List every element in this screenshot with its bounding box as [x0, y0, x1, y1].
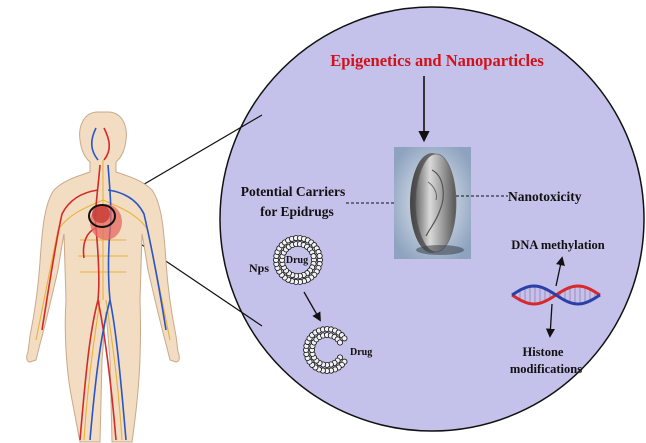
drug-inside-label: Drug: [286, 255, 308, 266]
histone-label-line1: Histone: [523, 345, 564, 359]
drug-released-label: Drug: [350, 347, 372, 358]
dna-methylation-label: DNA methylation: [511, 238, 604, 252]
coin-icon: [394, 147, 471, 259]
human-circulatory-system-icon: [26, 111, 180, 443]
dna-up-arrow: [555, 256, 565, 287]
dna-double-helix-icon: [511, 284, 601, 306]
dna-down-arrow: [545, 303, 555, 338]
nps-label: Nps: [249, 261, 269, 275]
release-arrow: [303, 291, 321, 322]
diagram-title: Epigenetics and Nanoparticles: [330, 51, 544, 70]
carriers-label-line2: for Epidrugs: [260, 204, 334, 219]
histone-label-line2: modifications: [510, 362, 582, 376]
nanoparticle-icon: [272, 235, 323, 285]
nanotoxicity-label: Nanotoxicity: [508, 189, 582, 204]
magnifier-ring: [88, 204, 116, 228]
open-nanoparticle-icon: [302, 325, 348, 374]
carriers-label-line1: Potential Carriers: [241, 184, 346, 199]
